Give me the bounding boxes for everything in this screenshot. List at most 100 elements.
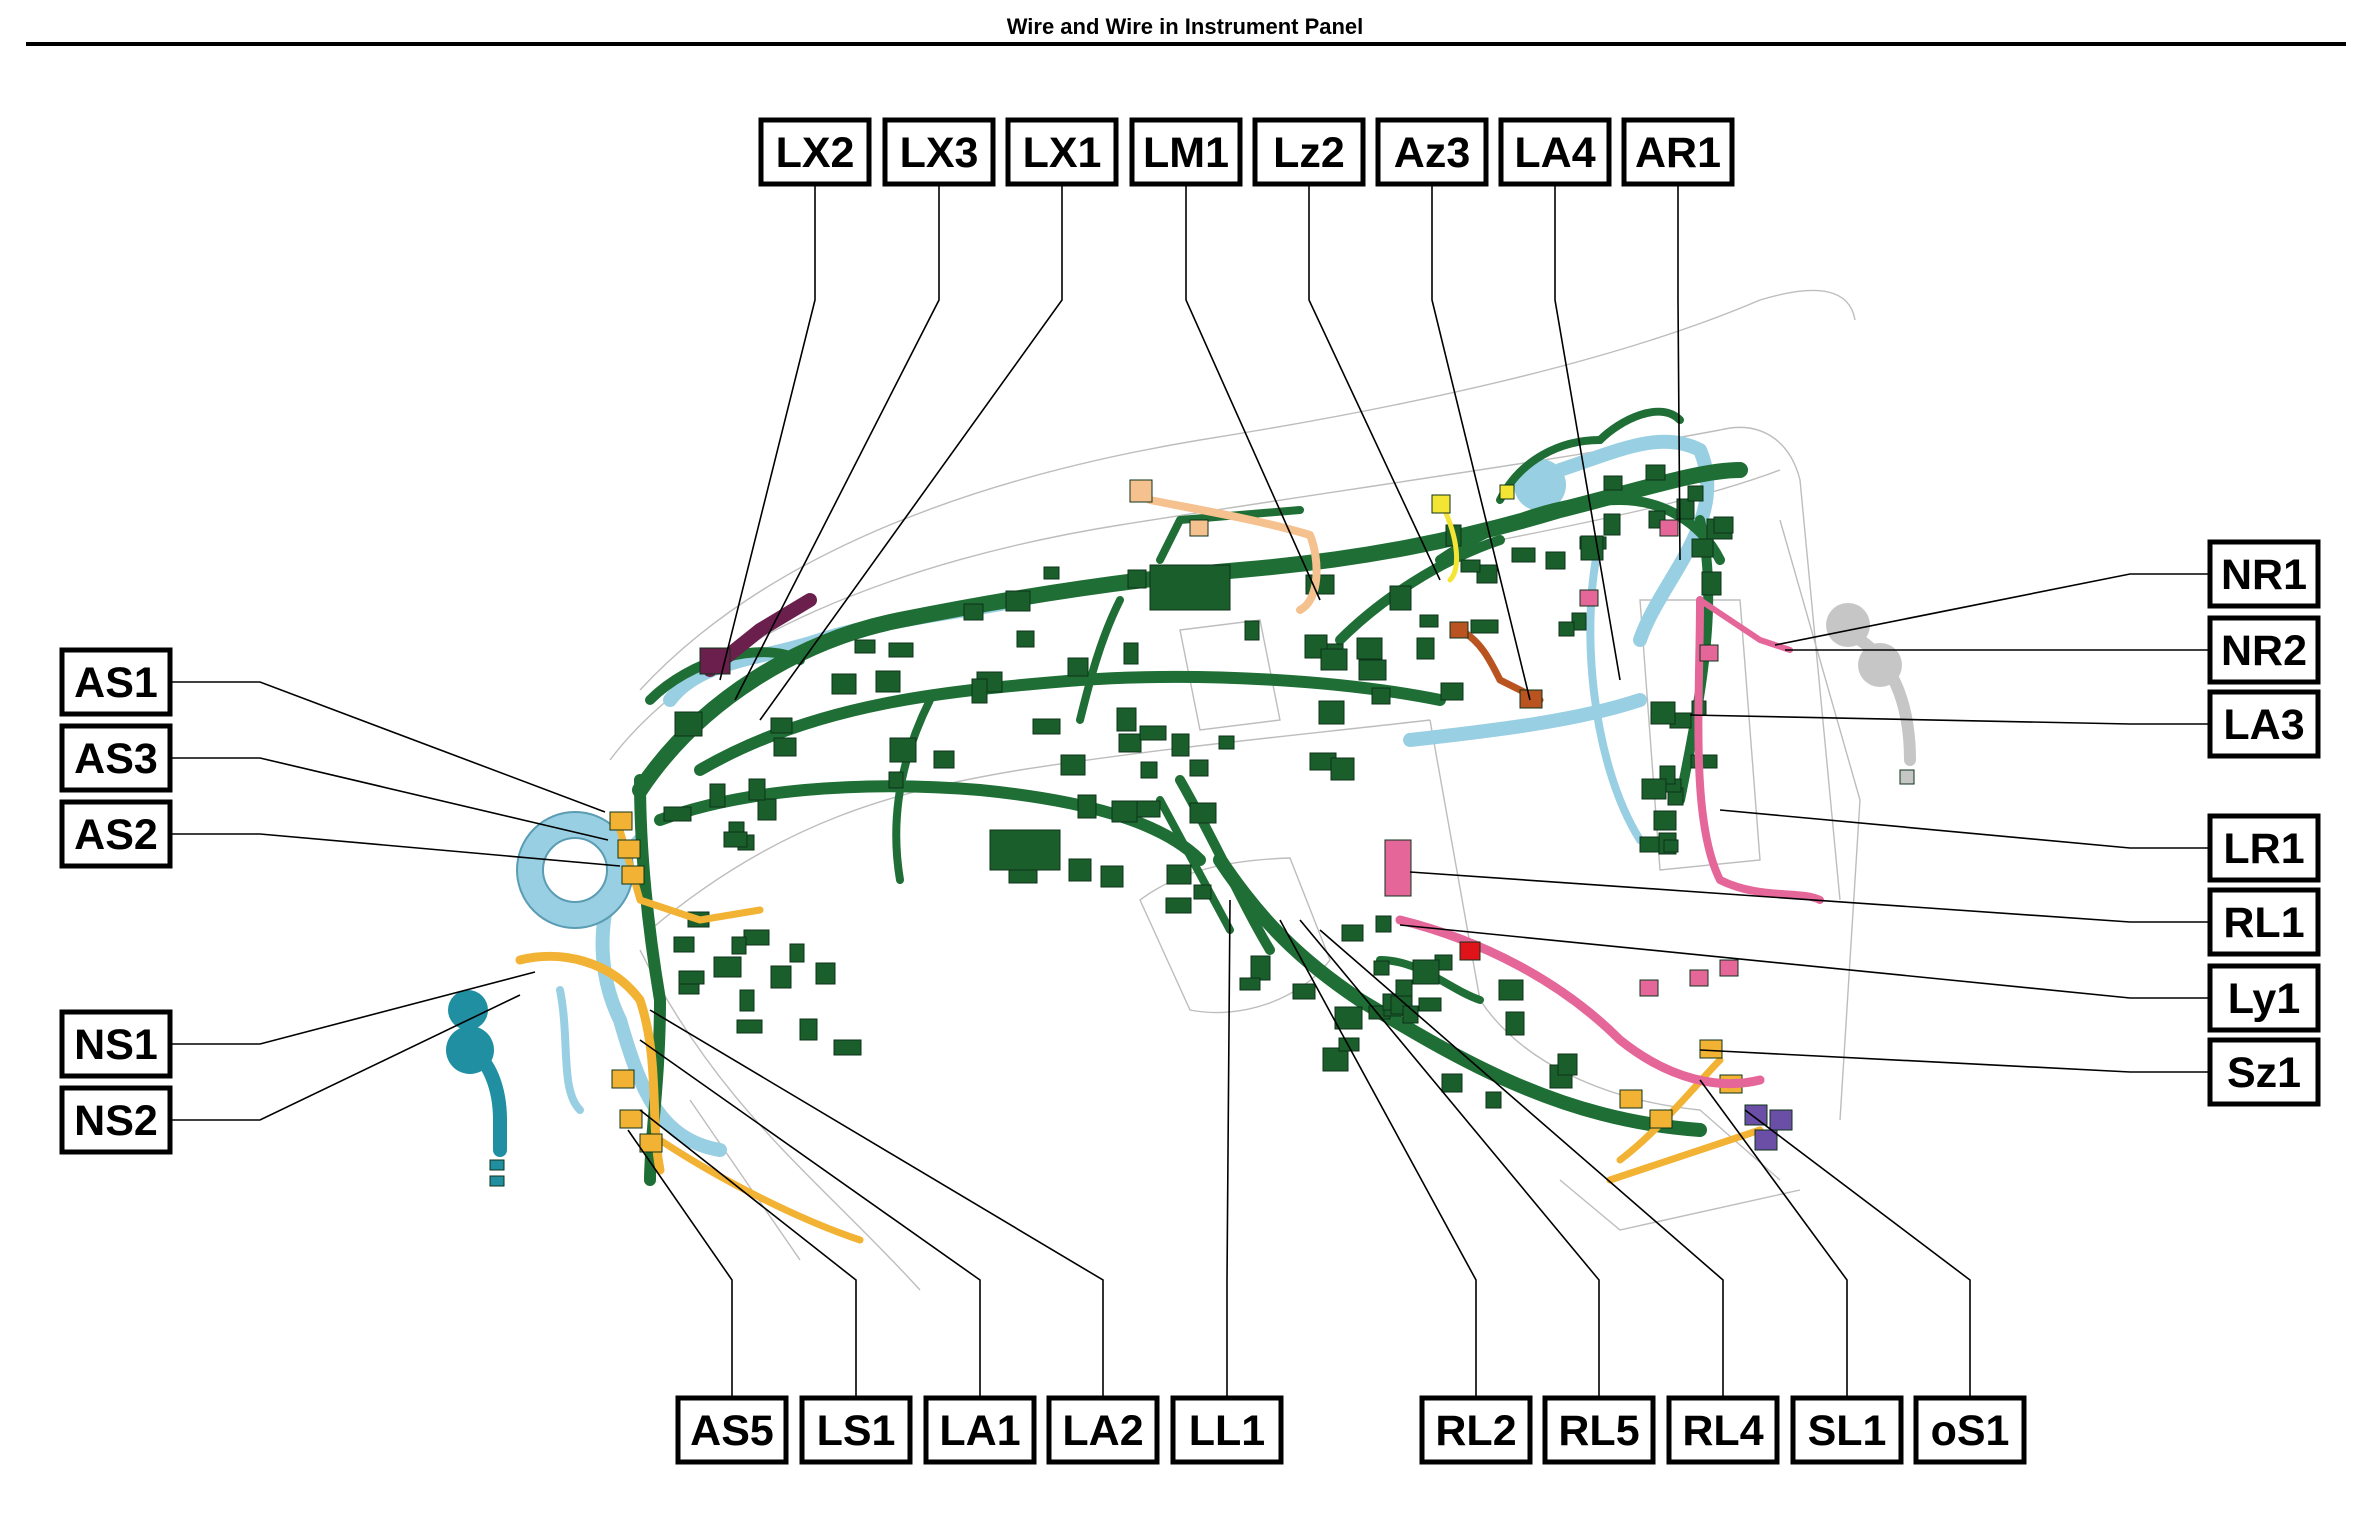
leader-line: [1399, 924, 2210, 999]
leader-line: [1774, 573, 2210, 646]
connector-green: [1476, 564, 1498, 584]
connector-green: [757, 798, 777, 821]
connector-orange: [1619, 1089, 1643, 1109]
label-box: [1375, 117, 1489, 187]
connector-green: [1395, 979, 1413, 997]
connector-green: [1676, 498, 1695, 520]
connector-green: [1687, 485, 1704, 502]
label-RL1: RL1: [2207, 887, 2321, 957]
label-box: [1170, 1395, 1284, 1465]
connector-green: [1165, 897, 1192, 914]
label-box: [675, 1395, 789, 1465]
connector-tan: [1129, 479, 1153, 503]
label-text: LA4: [1514, 129, 1595, 177]
label-NS2: NS2: [59, 1085, 173, 1155]
label-box: [923, 1395, 1037, 1465]
leader-line: [1226, 899, 1231, 1398]
label-AS3: AS3: [59, 723, 173, 793]
leader-line: [170, 994, 521, 1121]
label-AS2: AS2: [59, 799, 173, 869]
connector-green: [1356, 637, 1383, 660]
connector-green: [1322, 1047, 1349, 1072]
leader-line: [170, 681, 606, 813]
label-box: [799, 1395, 913, 1465]
connector-green: [854, 639, 876, 654]
connector-green: [1239, 977, 1261, 991]
connector-green: [739, 989, 755, 1012]
connector-green: [789, 943, 805, 963]
label-LX1: LX1: [1005, 117, 1119, 187]
connector-green: [1068, 858, 1092, 882]
harness-layer: [446, 407, 1916, 1244]
connector-green: [1032, 718, 1061, 735]
connector-green: [933, 750, 955, 769]
harness-branch: [892, 696, 934, 884]
label-AR1: AR1: [1621, 117, 1735, 187]
connector-green: [731, 936, 747, 955]
harness-orange: [616, 826, 764, 924]
label-box: [2207, 1037, 2321, 1107]
leader-line: [1699, 1049, 2210, 1073]
label-LS1: LS1: [799, 1395, 913, 1465]
label-box: [1621, 117, 1735, 187]
leader-line: [734, 184, 940, 701]
connector-green: [1060, 754, 1086, 776]
label-text: AS1: [74, 659, 158, 707]
connector-green: [1043, 566, 1060, 580]
connector-green: [1440, 682, 1464, 701]
connector-green: [1419, 614, 1439, 628]
label-Ly1: Ly1: [2207, 963, 2321, 1033]
connector-orange: [619, 1109, 643, 1129]
label-text: AS5: [690, 1407, 774, 1455]
label-text: Ly1: [2228, 975, 2301, 1023]
connector-green: [1341, 924, 1364, 942]
harness-orange: [1616, 1056, 1724, 1164]
connector-green: [770, 717, 793, 734]
leader-line: [649, 1009, 1104, 1398]
label-text: NS2: [74, 1097, 158, 1145]
connector-green: [1189, 802, 1217, 824]
label-box: [1252, 117, 1366, 187]
label-box: [2207, 963, 2321, 1033]
connector-green: [674, 711, 703, 737]
label-box: [1498, 117, 1612, 187]
leader-line: [639, 1109, 857, 1398]
connector-orange: [621, 865, 645, 885]
connector-rust: [1449, 621, 1469, 639]
connector-green: [713, 956, 742, 978]
connector-rust: [1519, 689, 1543, 709]
connector-orange: [611, 1069, 635, 1089]
label-box: [2207, 689, 2321, 759]
connector-orange: [1699, 1039, 1723, 1059]
harness-branch: [1156, 506, 1304, 564]
connector-green: [1460, 559, 1481, 573]
connector-green: [770, 965, 792, 989]
leader-line: [1689, 714, 2210, 725]
label-text: AR1: [1635, 129, 1721, 177]
label-RL2: RL2: [1419, 1395, 1533, 1465]
connector-green: [1189, 759, 1209, 777]
connector-green: [1244, 620, 1260, 641]
connector-green: [1545, 551, 1566, 570]
label-box: [1419, 1395, 1533, 1465]
connector-violet: [1744, 1104, 1768, 1126]
label-Az3: Az3: [1375, 117, 1489, 187]
leader-line: [1409, 871, 2210, 923]
connector-green: [1653, 810, 1677, 831]
connector-round: [1514, 459, 1566, 511]
harness-orange: [656, 1136, 864, 1244]
connector-pink: [1579, 589, 1599, 607]
connector-green: [963, 603, 984, 621]
leader-line: [1279, 919, 1477, 1398]
connector-green: [1580, 535, 1604, 561]
connector-teal: [448, 990, 488, 1030]
harness-main-trunk: [1435, 495, 1725, 565]
leader-line: [719, 184, 816, 681]
connector-teal: [446, 1026, 494, 1074]
leader-line: [1431, 184, 1531, 701]
connector-green: [1320, 648, 1348, 671]
label-text: LR1: [2223, 825, 2304, 873]
connector-green: [1690, 754, 1718, 769]
connector-green: [1067, 657, 1089, 677]
